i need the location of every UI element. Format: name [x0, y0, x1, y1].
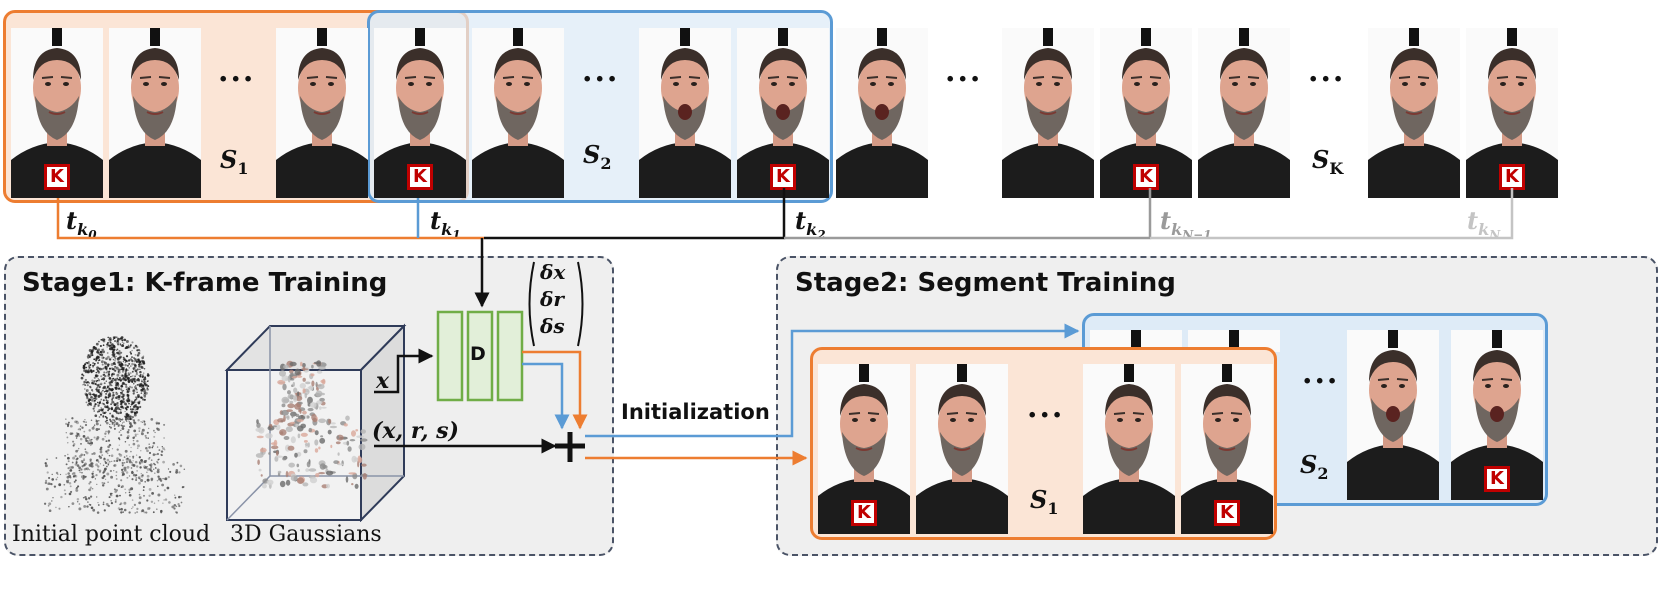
decoder-block: [436, 310, 524, 402]
keyframe-badge: K: [1214, 500, 1240, 526]
keyframe-badge: K: [1484, 466, 1510, 492]
gaussians-cube: [222, 322, 412, 523]
keyframe-badge: K: [851, 500, 877, 526]
video-frame: [109, 28, 201, 198]
delta-x: δx: [540, 260, 566, 284]
delta-s: δs: [540, 314, 565, 338]
video-frame: [1002, 28, 1094, 198]
video-frame: [1083, 364, 1175, 534]
video-frame: [836, 28, 928, 198]
input-x-label: x: [376, 368, 390, 394]
time-label-k1: tk1: [430, 206, 461, 242]
video-frame: [1090, 330, 1182, 352]
video-frame: [1198, 28, 1290, 198]
video-frame: [1347, 330, 1439, 500]
segment-label-s1: S1: [220, 145, 249, 178]
video-frame: [639, 28, 731, 198]
ellipsis: ...: [1027, 390, 1065, 425]
stage2-title: Stage2: Segment Training: [795, 268, 1176, 298]
video-frame: K: [737, 28, 829, 198]
video-frame: K: [1181, 364, 1273, 534]
stage1-title: Stage1: K-frame Training: [22, 268, 388, 298]
ellipsis: ...: [582, 54, 620, 89]
keyframe-badge: K: [44, 164, 70, 190]
segment-label-sk: SK: [1312, 145, 1344, 178]
video-frame: K: [1451, 330, 1543, 500]
params-label: (x, r, s): [372, 418, 459, 444]
delta-vector: [524, 258, 588, 350]
point-cloud-caption: Initial point cloud: [12, 522, 211, 547]
stage2-segment-label-s1: S1: [1030, 485, 1059, 518]
point-cloud: [35, 318, 195, 518]
initialization-label: Initialization: [621, 400, 770, 424]
video-frame: [1368, 28, 1460, 198]
decoder-label: D: [470, 343, 486, 365]
video-frame: [276, 28, 368, 198]
video-frame: K: [1466, 28, 1558, 198]
keyframe-badge: K: [407, 164, 433, 190]
ellipsis: ...: [945, 54, 983, 89]
video-frame: [916, 364, 1008, 534]
time-label-kn: tkN: [1467, 206, 1501, 242]
video-frame: K: [818, 364, 910, 534]
time-label-k0: tk0: [66, 206, 97, 242]
video-frame: K: [1100, 28, 1192, 198]
gaussians-caption: 3D Gaussians: [230, 522, 382, 547]
segment-label-s2: S2: [583, 140, 612, 173]
keyframe-badge: K: [770, 164, 796, 190]
delta-r: δr: [540, 287, 564, 311]
video-frame: [1188, 330, 1280, 352]
stage2-segment-label-s2: S2: [1300, 450, 1329, 483]
keyframe-badge: K: [1133, 164, 1159, 190]
ellipsis: ...: [218, 54, 256, 89]
video-frame: K: [374, 28, 466, 198]
ellipsis: ...: [1302, 356, 1340, 391]
ellipsis: ...: [1308, 54, 1346, 89]
time-label-k2: tk2: [795, 206, 826, 242]
video-frame: [472, 28, 564, 198]
video-frame: K: [11, 28, 103, 198]
